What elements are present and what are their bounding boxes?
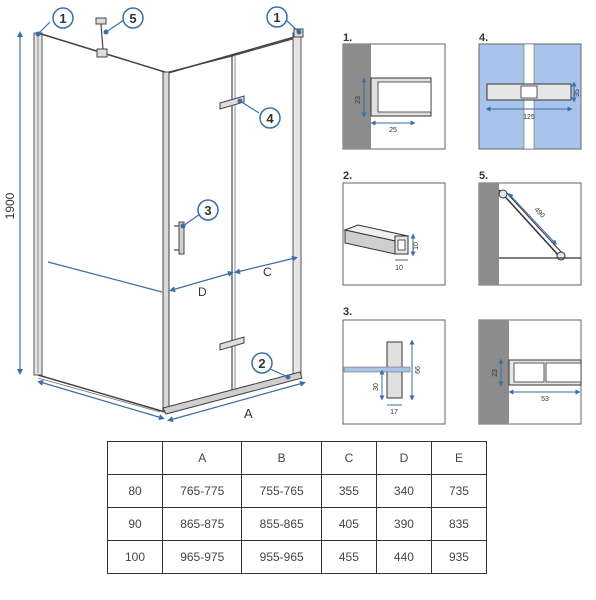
callout-1-left — [52, 7, 74, 29]
callout-2-label: 2 — [258, 356, 265, 371]
table-header-cell: A — [162, 441, 243, 475]
main-dimensions — [17, 31, 306, 423]
detail-3-dim-66: 66 — [415, 366, 422, 374]
detail-4: 4. 35 125 — [478, 32, 582, 150]
callout-4-label: 4 — [266, 111, 274, 126]
callout-1-right — [266, 6, 288, 28]
wall-profile-right — [292, 32, 302, 379]
detail-1-label: 1. — [343, 32, 352, 44]
table-cell: 935 — [430, 540, 488, 574]
callout-5 — [122, 7, 144, 29]
detail-2-label: 2. — [343, 170, 352, 182]
table-cell: 865-875 — [162, 507, 243, 541]
detail-5-label: 5. — [479, 170, 488, 182]
callout-4 — [259, 107, 281, 129]
table-cell: 340 — [375, 474, 432, 508]
table-cell: 440 — [375, 540, 432, 574]
table-cell: 735 — [430, 474, 488, 508]
detail-5: 5. 490 — [478, 170, 582, 286]
detail-3-label: 3. — [343, 306, 352, 318]
table-header-cell: E — [430, 441, 488, 475]
table-cell: 855-865 — [241, 507, 322, 541]
dim-a-label: A — [244, 406, 253, 421]
stabilizer-bar — [95, 17, 107, 25]
callout-3-label: 3 — [204, 203, 211, 218]
hinge-bottom — [219, 336, 245, 351]
table-cell: 455 — [320, 540, 377, 574]
table-cell: 100 — [106, 540, 164, 574]
table-cell: 835 — [430, 507, 488, 541]
dim-c-label: C — [263, 265, 272, 279]
detail-3: 3. 66 30 17 — [342, 306, 446, 425]
callouts: 1 5 1 4 3 2 — [35, 6, 302, 380]
detail-4-label: 4. — [479, 32, 488, 44]
table-cell: 90 — [106, 507, 164, 541]
detail-6: 23 53 — [478, 319, 582, 425]
hinge-top — [219, 95, 245, 110]
table-cell: 965-975 — [162, 540, 243, 574]
detail-2-dim-10-v: 10 — [413, 242, 420, 250]
table-header-cell: B — [241, 441, 322, 475]
detail-2: 2. 10 10 — [342, 170, 446, 286]
table-cell: 955-965 — [241, 540, 322, 574]
table-cell: 80 — [106, 474, 164, 508]
callout-3 — [197, 199, 219, 221]
detail-6-dim-23: 23 — [492, 369, 499, 377]
callout-5-label: 5 — [129, 11, 136, 26]
detail-1-dim-25: 25 — [389, 127, 397, 134]
callout-1-right-label: 1 — [273, 10, 280, 25]
corner-post — [162, 71, 170, 413]
table-cell: 755-765 — [241, 474, 322, 508]
detail-3-dim-17: 17 — [390, 409, 398, 416]
table-header-cell — [106, 441, 164, 475]
detail-4-dim-125: 125 — [523, 114, 535, 121]
detail-3-dim-30: 30 — [373, 383, 380, 391]
detail-6-dim-53: 53 — [541, 396, 549, 403]
table-cell: 765-775 — [162, 474, 243, 508]
table-cell: 355 — [320, 474, 377, 508]
dim-d-label: D — [198, 285, 207, 299]
callout-1-left-label: 1 — [59, 11, 66, 26]
table-cell: 390 — [375, 507, 432, 541]
table-header-cell: D — [375, 441, 432, 475]
table-cell: 405 — [320, 507, 377, 541]
detail-4-dim-35: 35 — [574, 89, 581, 97]
door-handle — [178, 221, 185, 255]
dim-height-1900: 1900 — [3, 192, 17, 219]
detail-1: 1. 23 25 — [342, 32, 446, 150]
callout-2 — [251, 352, 273, 374]
detail-1-dim-23: 23 — [355, 96, 362, 104]
table-header-cell: C — [320, 441, 377, 475]
detail-2-dim-10-h: 10 — [395, 265, 403, 272]
